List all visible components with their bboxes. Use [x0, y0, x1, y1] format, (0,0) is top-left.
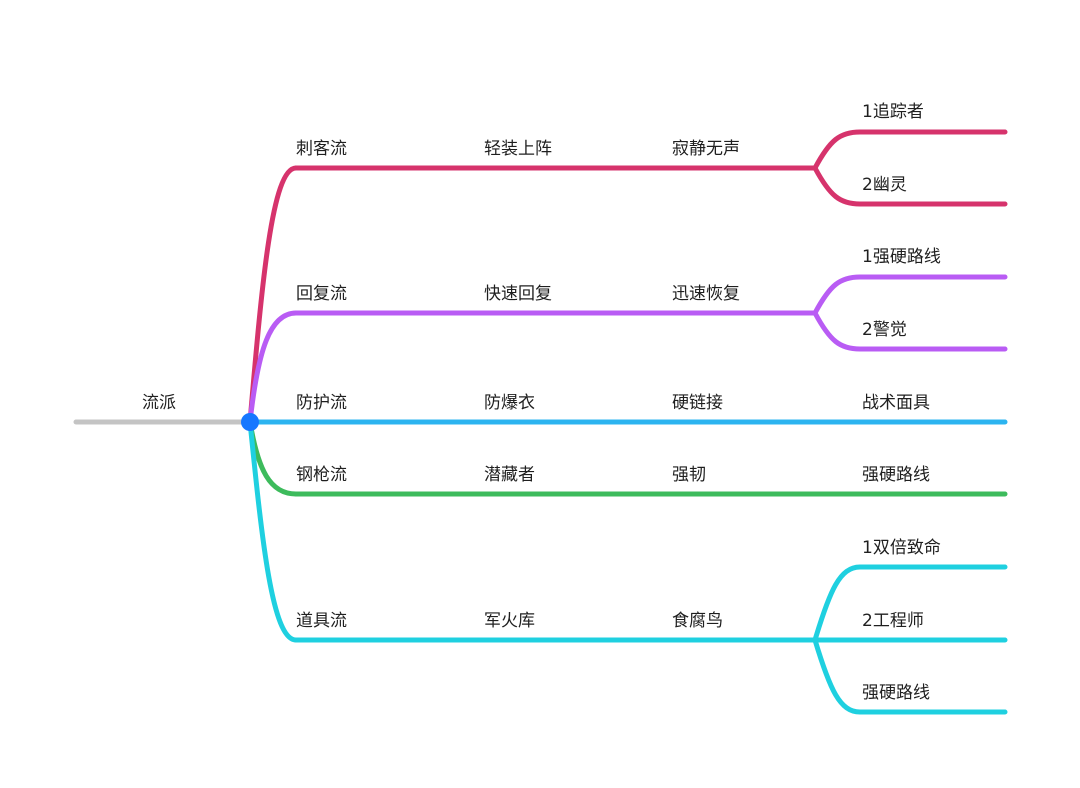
branch-connector-1 — [247, 165, 299, 425]
branch-label-2[interactable]: 回复流 — [296, 284, 347, 304]
leaf-label-5-2[interactable]: 2工程师 — [862, 611, 924, 631]
level2-label-4[interactable]: 潜藏者 — [484, 465, 535, 485]
branch-label-1[interactable]: 刺客流 — [296, 139, 347, 159]
leaf-label-1-1[interactable]: 1追踪者 — [862, 102, 924, 122]
leaf-label-1-2[interactable]: 2幽灵 — [862, 175, 907, 195]
level2-label-5[interactable]: 军火库 — [484, 611, 535, 631]
level3-label-2[interactable]: 迅速恢复 — [672, 284, 740, 304]
branch-label-4[interactable]: 钢枪流 — [296, 465, 347, 485]
root-label[interactable]: 流派 — [142, 393, 176, 413]
leaf-connector-2-1 — [812, 274, 1008, 316]
leaf-label-5-1[interactable]: 1双倍致命 — [862, 538, 941, 558]
level2-label-2[interactable]: 快速回复 — [484, 284, 552, 304]
leaf-connector-5-3 — [812, 637, 1008, 715]
branch-label-3[interactable]: 防护流 — [296, 393, 347, 413]
branch-connector-2 — [247, 310, 299, 425]
branch-connector-5 — [247, 419, 299, 643]
leaf-connector-5-1 — [812, 564, 1008, 643]
leaf-label-5-3[interactable]: 强硬路线 — [862, 683, 930, 703]
level3-label-1[interactable]: 寂静无声 — [672, 139, 740, 159]
leaf-label-2-1[interactable]: 1强硬路线 — [862, 247, 941, 267]
level3-label-3[interactable]: 硬链接 — [672, 393, 723, 413]
level3-label-4[interactable]: 强韧 — [672, 465, 706, 485]
level2-label-3[interactable]: 防爆衣 — [484, 393, 535, 413]
branch-label-5[interactable]: 道具流 — [296, 611, 347, 631]
leaf-label-4-1[interactable]: 强硬路线 — [862, 465, 930, 485]
root-node-dot[interactable] — [241, 413, 259, 431]
leaf-label-2-2[interactable]: 2警觉 — [862, 320, 907, 340]
leaf-connector-2-2 — [812, 310, 1008, 352]
level2-label-1[interactable]: 轻装上阵 — [484, 139, 552, 159]
leaf-label-3-1[interactable]: 战术面具 — [862, 393, 930, 413]
leaf-connector-1-1 — [812, 129, 1008, 171]
level3-label-5[interactable]: 食腐鸟 — [672, 611, 723, 631]
leaf-connector-1-2 — [812, 165, 1008, 207]
